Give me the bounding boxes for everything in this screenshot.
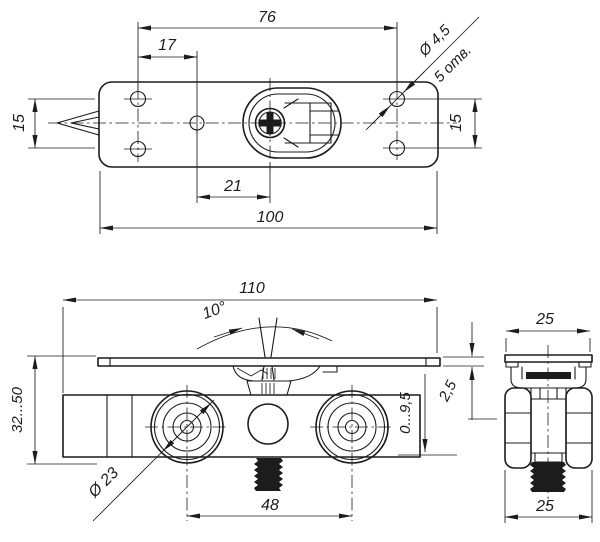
side-bracket bbox=[510, 366, 587, 389]
dim-25-bottom: 25 bbox=[504, 470, 593, 523]
dim-offset-21-label: 21 bbox=[223, 178, 242, 195]
dim-width-110-label: 110 bbox=[239, 280, 265, 297]
dim-plate-thickness: 2,5 bbox=[435, 322, 497, 420]
side-rollers bbox=[504, 387, 593, 469]
phillips-cross-icon bbox=[258, 112, 282, 134]
hole-diameter-label: Ø 4,5 bbox=[415, 21, 454, 60]
side-plate bbox=[504, 354, 593, 363]
side-hex-column bbox=[530, 387, 567, 400]
side-view: 25 25 bbox=[504, 311, 593, 523]
dim-width-76: 76 bbox=[137, 9, 398, 90]
dim-adjust-range-label: 0...9,5 bbox=[397, 391, 414, 433]
dim-adjust-range: 0...9,5 bbox=[397, 374, 457, 456]
dim-wheelbase-48: 48 bbox=[186, 497, 353, 519]
side-threaded-stud bbox=[530, 462, 566, 492]
dim-width-110: 110 bbox=[62, 280, 438, 393]
left-roller bbox=[145, 385, 229, 521]
hole-callout: Ø 4,5 5 отв. bbox=[365, 16, 480, 131]
dim-width-100: 100 bbox=[99, 171, 438, 234]
pivot-bracket bbox=[232, 317, 338, 396]
dim-roller-diameter-label: Ø 23 bbox=[85, 464, 122, 501]
dim-angle-10: 10° bbox=[196, 298, 333, 350]
carriage-body bbox=[62, 394, 421, 458]
top-view: 76 17 Ø 4,5 5 отв. 15 15 bbox=[11, 9, 482, 234]
dim-height-range: 32...50 bbox=[9, 355, 97, 465]
dim-wheelbase-48-label: 48 bbox=[261, 497, 279, 514]
dim-offset-17-label: 17 bbox=[158, 37, 177, 54]
dim-angle-10-label: 10° bbox=[200, 298, 229, 322]
threaded-stud bbox=[254, 458, 283, 491]
adjuster-slot bbox=[242, 87, 342, 159]
dim-offset-17: 17 bbox=[137, 37, 198, 112]
dim-15-left: 15 bbox=[11, 98, 95, 149]
right-roller bbox=[310, 385, 394, 521]
dim-25-bottom-label: 25 bbox=[535, 498, 554, 515]
damper-band bbox=[526, 372, 571, 379]
dim-offset-21: 21 bbox=[196, 131, 271, 203]
side-center-column bbox=[530, 398, 567, 454]
dim-15-right-label: 15 bbox=[448, 114, 465, 132]
dim-15-left-label: 15 bbox=[11, 114, 28, 132]
dim-height-range-label: 32...50 bbox=[9, 386, 26, 433]
screw-head bbox=[254, 107, 286, 139]
carriage-plate bbox=[97, 357, 441, 367]
dim-plate-thickness-label: 2,5 bbox=[435, 377, 460, 405]
dim-15-right: 15 bbox=[383, 98, 482, 149]
plate-outline bbox=[98, 81, 439, 168]
front-view: 110 10° 32...50 Ø 23 0...9,5 bbox=[9, 280, 497, 522]
dim-25-top: 25 bbox=[505, 311, 591, 352]
latch-pointer bbox=[56, 110, 100, 136]
dim-roller-diameter: Ø 23 bbox=[85, 399, 215, 522]
center-pin bbox=[247, 403, 289, 445]
dim-width-100-label: 100 bbox=[257, 209, 284, 226]
dim-width-76-label: 76 bbox=[258, 9, 276, 26]
dim-25-top-label: 25 bbox=[535, 311, 554, 328]
